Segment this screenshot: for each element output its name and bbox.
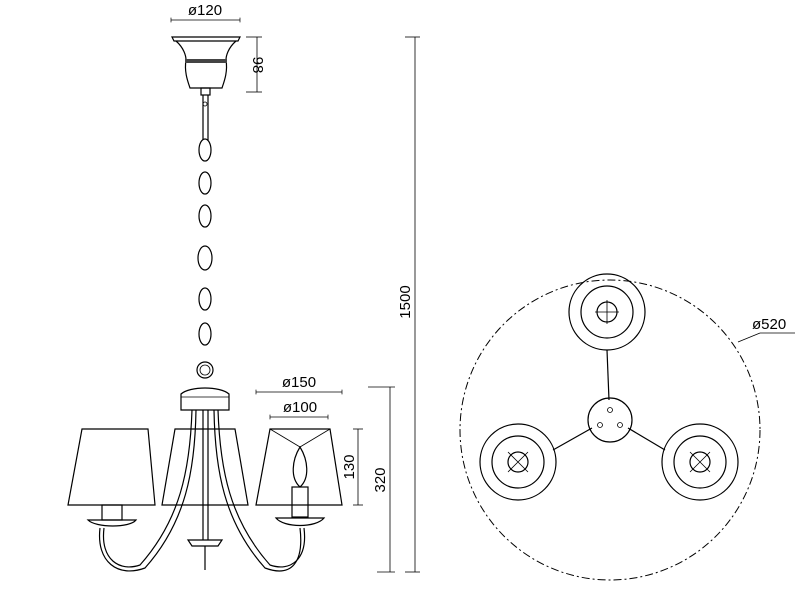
dim-canopy-diameter: ø120 [188, 2, 222, 19]
lamp-top [568, 273, 646, 351]
dim-overall-diameter: ø520 [752, 316, 786, 333]
shade-middle [161, 428, 249, 506]
shade-right [255, 428, 343, 527]
chain [196, 95, 214, 379]
dimensions-side: ø120 98 1500 ø150 ø100 130 320 [170, 2, 420, 573]
body [98, 387, 306, 572]
side-view: ø120 98 1500 ø150 ø100 130 320 [67, 2, 420, 573]
top-view: ø520 [459, 273, 795, 581]
dim-shade-bottom-diameter: ø150 [282, 374, 316, 391]
lamp-left [479, 423, 557, 501]
dim-shade-height: 130 [341, 454, 358, 479]
overall-diameter-circle [459, 279, 761, 581]
dim-canopy-height: 98 [249, 57, 266, 74]
shade-left [67, 428, 156, 527]
hub [587, 397, 633, 443]
canopy [171, 36, 241, 96]
dim-total-height: 1500 [397, 285, 414, 318]
lamp-right [661, 423, 739, 501]
dim-body-height: 320 [372, 467, 389, 492]
dim-shade-top-diameter: ø100 [283, 399, 317, 416]
